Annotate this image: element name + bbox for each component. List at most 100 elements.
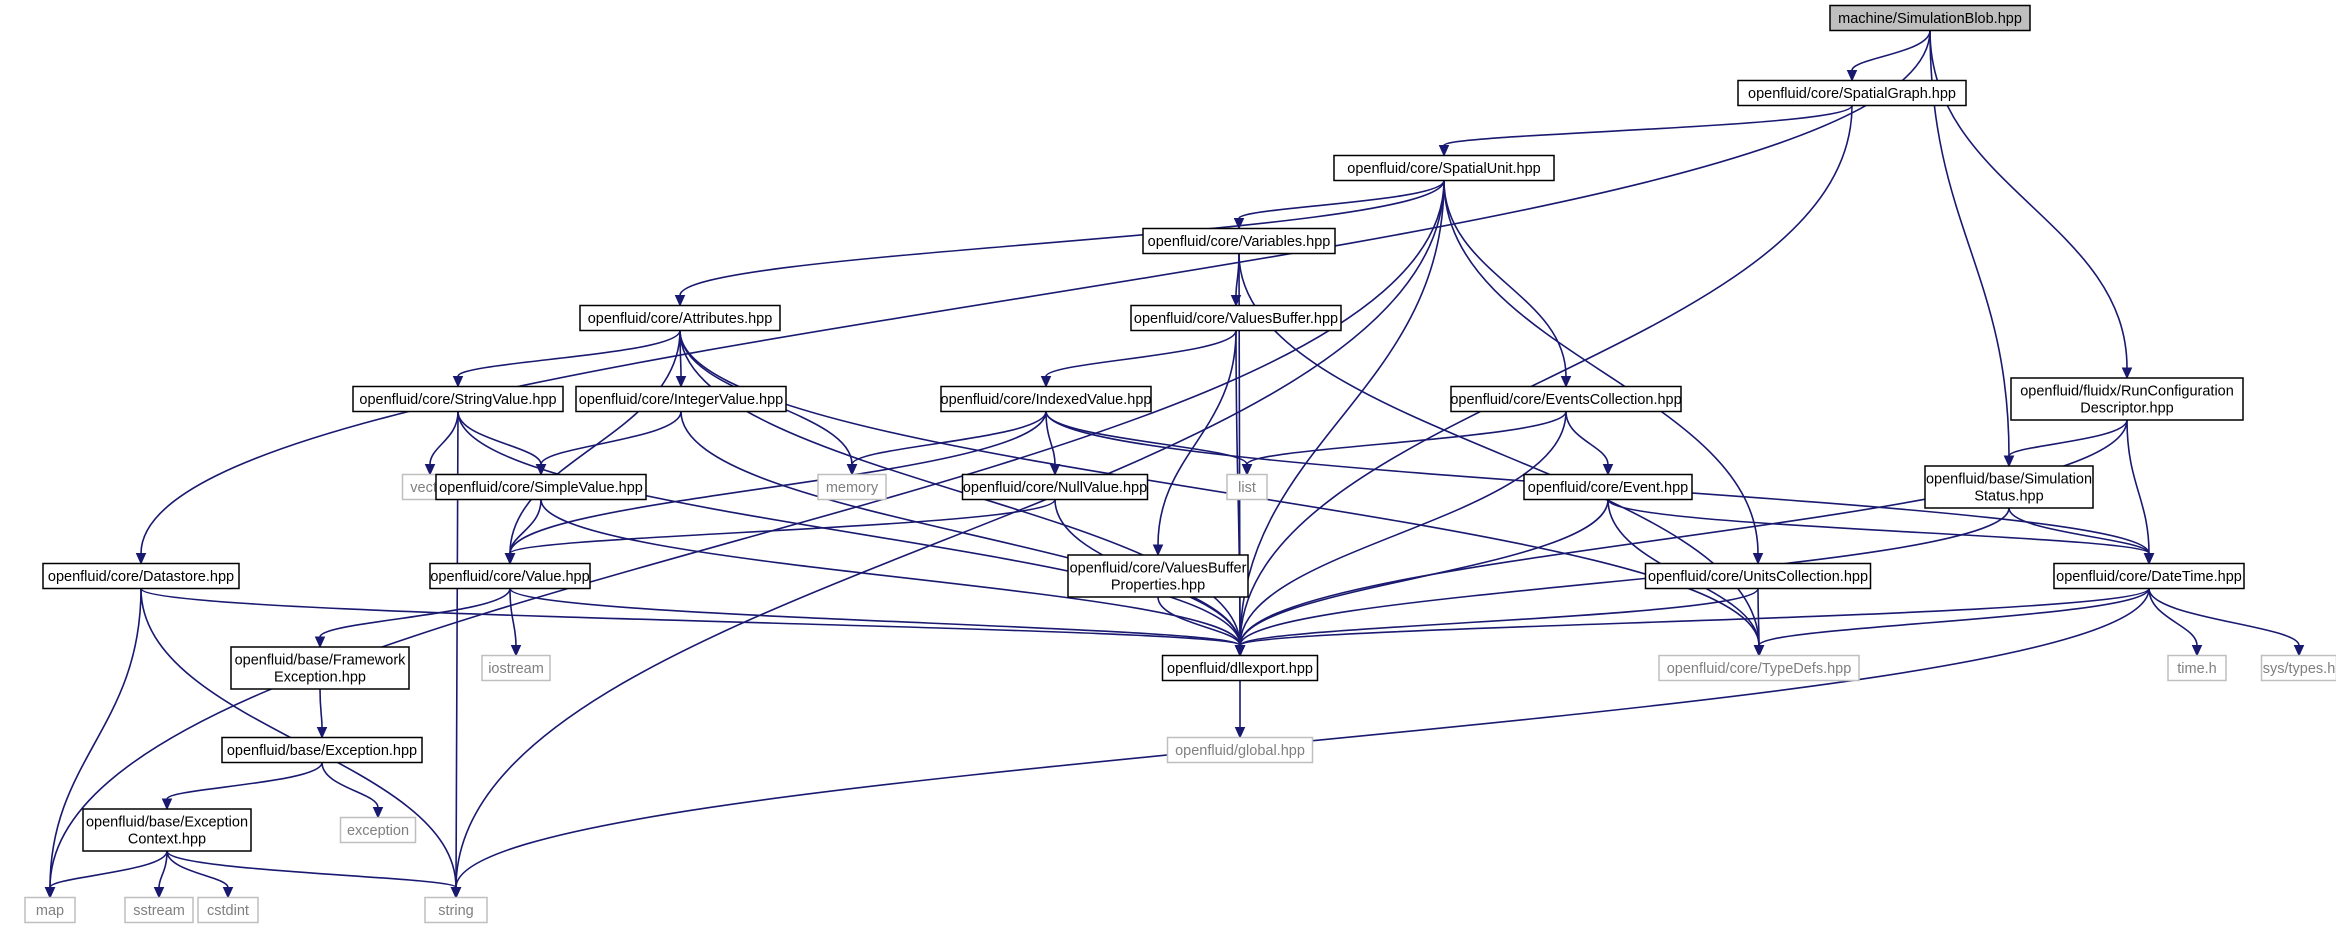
edge-dllexport-to-globalhpp [1234, 680, 1246, 739]
edge-simulation-blob-to-datastore [135, 30, 1931, 565]
node-label: openfluid/core/TypeDefs.hpp [1667, 661, 1852, 677]
edge-line [1239, 419, 2128, 646]
edge-arrowhead [153, 887, 165, 899]
edge-framework-exception-to-exception [316, 688, 328, 739]
edge-line [457, 330, 681, 378]
edge-arrowhead [452, 376, 464, 388]
edge-exception-context-to-cstdint [166, 850, 234, 899]
node-event[interactable]: openfluid/core/Event.hpp [1523, 473, 1693, 501]
edge-exception-to-exception [321, 762, 384, 819]
edge-events-collection-to-event [1565, 411, 1614, 476]
node-box [2010, 377, 2244, 421]
edge-arrowhead [1241, 464, 1253, 476]
edge-arrowhead [675, 376, 687, 388]
node-dllexport[interactable]: openfluid/dllexport.hpp [1161, 654, 1319, 682]
node-null-value[interactable]: openfluid/core/NullValue.hpp [961, 473, 1149, 501]
edge-indexed-value-to-null-value [1045, 411, 1061, 476]
edge-arrowhead [135, 553, 147, 565]
edge-arrowhead [161, 798, 173, 811]
edge-arrowhead [1230, 295, 1242, 307]
node-timeh: time.h [2167, 654, 2227, 682]
edge-arrowhead [846, 464, 858, 476]
node-attributes[interactable]: openfluid/core/Attributes.hpp [579, 304, 781, 332]
edge-line [1157, 596, 1241, 646]
node-box [197, 896, 259, 924]
edge-arrowhead [2191, 645, 2203, 657]
node-units-collection[interactable]: openfluid/core/UnitsCollection.hpp [1644, 562, 1872, 590]
edge-values-buffer-to-indexed-value [1040, 330, 1237, 388]
edge-spatial-graph-to-spatial-unit [1438, 104, 1853, 157]
node-label: Descriptor.hpp [2080, 401, 2174, 417]
edge-value-to-framework-exception [314, 588, 511, 649]
edge-line [1758, 588, 2150, 647]
edge-line [540, 499, 1241, 646]
node-box [24, 896, 76, 924]
node-label: openfluid/core/UnitsCollection.hpp [1648, 569, 1868, 585]
node-box [435, 473, 647, 501]
node-exception[interactable]: openfluid/base/Exception.hpp [221, 736, 423, 764]
node-events-collection[interactable]: openfluid/core/EventsCollection.hpp [1450, 385, 1682, 413]
edge-line [509, 499, 1056, 555]
edge-line [1045, 330, 1237, 378]
node-box [82, 808, 252, 852]
node-date-time[interactable]: openfluid/core/DateTime.hpp [2053, 562, 2245, 590]
node-label: Exception.hpp [274, 670, 366, 686]
node-label: iostream [488, 661, 544, 677]
node-box [2053, 562, 2245, 590]
node-datastore[interactable]: openfluid/core/Datastore.hpp [42, 562, 240, 590]
node-variables[interactable]: openfluid/core/Variables.hpp [1142, 227, 1336, 255]
node-spatial-unit[interactable]: openfluid/core/SpatialUnit.hpp [1333, 154, 1555, 182]
edge-line [509, 499, 542, 554]
edge-arrowhead [2293, 645, 2305, 657]
edge-line [509, 411, 1047, 554]
edge-arrowhead [372, 807, 384, 819]
edge-integer-value-to-simple-value [535, 411, 682, 476]
node-list: list [1226, 473, 1268, 501]
edge-event-to-dllexport [1234, 499, 1609, 657]
node-values-buffer[interactable]: openfluid/core/ValuesBuffer.hpp [1130, 304, 1342, 332]
edge-line [429, 411, 459, 465]
node-string-value[interactable]: openfluid/core/StringValue.hpp [352, 385, 564, 413]
edge-spatial-unit-to-map [44, 180, 1445, 899]
node-box [940, 385, 1152, 413]
node-spatial-graph[interactable]: openfluid/core/SpatialGraph.hpp [1737, 79, 1967, 107]
node-simple-value[interactable]: openfluid/core/SimpleValue.hpp [435, 473, 647, 501]
edge-null-value-to-value [504, 499, 1056, 565]
node-label: string [438, 903, 473, 919]
node-integer-value[interactable]: openfluid/core/IntegerValue.hpp [575, 385, 787, 413]
edge-line [2008, 419, 2128, 457]
node-box [1644, 562, 1872, 590]
node-simulation-blob[interactable]: machine/SimulationBlob.hpp [1829, 4, 2031, 32]
node-label: openfluid/core/EventsCollection.hpp [1450, 392, 1681, 408]
edge-values-buffer-to-values-buffer-props [1152, 330, 1237, 557]
edge-arrowhead [1753, 645, 1765, 657]
node-cstdint: cstdint [197, 896, 259, 924]
node-globalhpp: openfluid/global.hpp [1166, 736, 1314, 764]
node-run-config[interactable]: openfluid/fluidx/RunConfigurationDescrip… [2010, 377, 2244, 421]
node-box [1333, 154, 1555, 182]
edge-line [1239, 499, 1609, 646]
node-label: cstdint [207, 903, 249, 919]
node-box [124, 896, 194, 924]
node-box [42, 562, 240, 590]
edge-line [455, 180, 1445, 888]
node-value[interactable]: openfluid/core/Value.hpp [429, 562, 591, 590]
edge-attributes-to-string-value [452, 330, 681, 388]
edge-arrowhead [1846, 70, 1858, 82]
edge-line [1443, 104, 1853, 147]
node-box [1737, 79, 1967, 107]
edge-line [1565, 411, 1609, 465]
edge-line [1157, 330, 1237, 546]
edges-layer [44, 30, 2305, 899]
node-indexed-value[interactable]: openfluid/core/IndexedValue.hpp [940, 385, 1152, 413]
edge-line [1239, 411, 1567, 646]
edge-arrowhead [2003, 455, 2015, 468]
edge-line [1239, 587, 2150, 647]
node-values-buffer-props[interactable]: openfluid/core/ValuesBufferProperties.hp… [1067, 554, 1249, 598]
node-label: memory [826, 480, 879, 496]
node-label: openfluid/core/Variables.hpp [1148, 234, 1331, 250]
node-box [429, 562, 591, 590]
